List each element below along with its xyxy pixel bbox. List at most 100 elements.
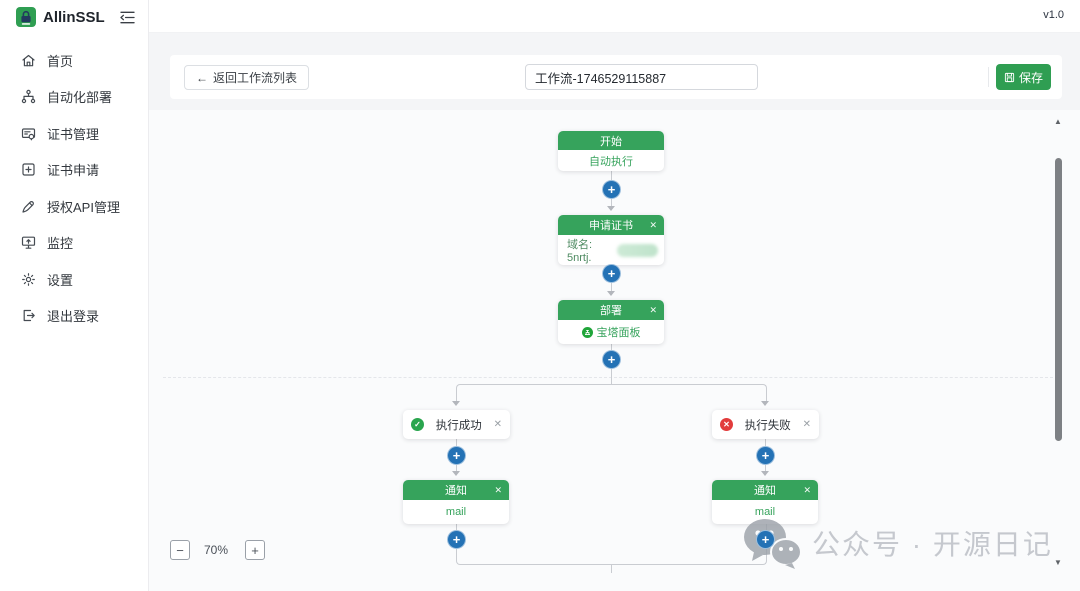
- connector-arrow: [452, 401, 460, 406]
- notify-node-body: mail: [754, 506, 776, 518]
- plus-icon: +: [251, 542, 259, 558]
- success-check-icon: ✓: [411, 418, 424, 431]
- connector-arrow: [452, 471, 460, 476]
- certificate-manage-icon: [21, 128, 36, 141]
- branch-fail-label: 执行失败: [744, 419, 791, 432]
- sidebar-item-logout[interactable]: 退出登录: [0, 298, 148, 335]
- top-header: v1.0: [148, 0, 1080, 33]
- sidebar: AllinSSL 首页 自动化部署: [0, 0, 149, 591]
- allinssl-lock-logo-icon: [16, 7, 36, 27]
- workflow-toolbar: ← 返回工作流列表 保存: [170, 55, 1062, 99]
- branch-success-label: 执行成功: [435, 419, 482, 432]
- deploy-node-body: 宝塔面板: [596, 327, 641, 339]
- app-version: v1.0: [1043, 9, 1064, 21]
- add-node-button[interactable]: +: [756, 446, 775, 465]
- notify-success-node[interactable]: 通知 ✕ mail: [403, 480, 509, 524]
- plus-icon: +: [607, 266, 616, 281]
- apply-cert-node[interactable]: 申请证书 ✕ 域名: 5nrtj.: [558, 215, 664, 265]
- plus-icon: +: [761, 532, 770, 547]
- deploy-automation-icon: [21, 90, 36, 104]
- close-icon[interactable]: ✕: [494, 484, 502, 495]
- zoom-level: 70%: [203, 543, 229, 557]
- add-node-button[interactable]: +: [447, 530, 466, 549]
- apply-cert-node-title: 申请证书: [589, 220, 633, 232]
- deploy-node-title: 部署: [600, 305, 622, 317]
- zoom-in-button[interactable]: +: [245, 540, 265, 560]
- close-icon[interactable]: ✕: [649, 304, 657, 315]
- sidebar-item-settings[interactable]: 设置: [0, 261, 148, 298]
- scroll-up-icon[interactable]: ▲: [1054, 117, 1062, 126]
- baota-panel-icon: [581, 326, 593, 338]
- sidebar-item-certificate-apply[interactable]: 证书申请: [0, 152, 148, 189]
- sidebar-item-label: 证书管理: [47, 126, 100, 142]
- plus-icon: +: [452, 532, 461, 547]
- notify-node-body: mail: [445, 506, 467, 518]
- sidebar-collapse-icon[interactable]: [120, 9, 136, 25]
- minus-icon: −: [176, 542, 184, 558]
- sidebar-item-label: 证书申请: [47, 163, 100, 179]
- api-auth-icon: [22, 200, 34, 213]
- save-button[interactable]: 保存: [996, 64, 1051, 90]
- deploy-node[interactable]: 部署 ✕ 宝塔面板: [558, 300, 664, 344]
- sidebar-menu: 首页 自动化部署 证书管理 证书申请: [0, 42, 148, 334]
- start-node[interactable]: 开始 自动执行: [558, 131, 664, 171]
- plus-icon: +: [607, 352, 616, 367]
- sidebar-item-home[interactable]: 首页: [0, 42, 148, 79]
- add-node-button[interactable]: +: [447, 446, 466, 465]
- back-button-label: 返回工作流列表: [213, 71, 298, 85]
- logout-icon: [23, 310, 35, 322]
- branch-merge-connector: [456, 522, 767, 565]
- certificate-apply-icon: [22, 163, 35, 176]
- app-title: AllinSSL: [43, 8, 105, 26]
- sidebar-item-label: 首页: [47, 53, 74, 69]
- add-node-button[interactable]: +: [602, 350, 621, 369]
- add-node-button[interactable]: +: [602, 264, 621, 283]
- toolbar-divider: [988, 67, 989, 87]
- sidebar-item-api-auth[interactable]: 授权API管理: [0, 188, 148, 225]
- connector-line: [611, 564, 612, 573]
- notify-node-title: 通知: [445, 485, 467, 497]
- scroll-down-icon[interactable]: ▼: [1054, 558, 1062, 567]
- back-to-workflow-list-button[interactable]: ← 返回工作流列表: [184, 65, 310, 90]
- home-icon: [22, 54, 35, 67]
- connector-arrow: [761, 471, 769, 476]
- close-icon[interactable]: ✕: [802, 419, 811, 430]
- start-node-title: 开始: [600, 135, 622, 148]
- close-icon[interactable]: ✕: [649, 219, 657, 230]
- connector-arrow: [607, 206, 615, 211]
- settings-gear-icon: [22, 272, 35, 286]
- add-node-button[interactable]: +: [756, 530, 775, 549]
- fail-cross-icon: ✕: [720, 418, 733, 431]
- branch-success-node[interactable]: ✓ 执行成功 ✕: [403, 410, 510, 439]
- sidebar-item-label: 监控: [47, 236, 74, 252]
- scrollbar-thumb[interactable]: [1055, 158, 1062, 441]
- drop-guide-dashed-line: [163, 377, 1058, 378]
- sidebar-item-certificate-manage[interactable]: 证书管理: [0, 115, 148, 152]
- notify-fail-node[interactable]: 通知 ✕ mail: [712, 480, 818, 524]
- sidebar-item-monitor[interactable]: 监控: [0, 225, 148, 262]
- plus-icon: +: [607, 182, 616, 197]
- sidebar-item-label: 自动化部署: [47, 90, 113, 106]
- workflow-name-input[interactable]: [525, 64, 758, 90]
- logo: AllinSSL: [0, 0, 148, 33]
- plus-icon: +: [761, 448, 770, 463]
- close-icon[interactable]: ✕: [803, 484, 811, 495]
- notify-node-title: 通知: [754, 485, 776, 497]
- plus-icon: +: [452, 448, 461, 463]
- monitor-icon: [21, 236, 36, 250]
- branch-fail-node[interactable]: ✕ 执行失败 ✕: [712, 410, 819, 439]
- save-button-label: 保存: [1018, 70, 1043, 85]
- sidebar-item-deploy-automation[interactable]: 自动化部署: [0, 79, 148, 116]
- add-node-button[interactable]: +: [602, 180, 621, 199]
- sidebar-item-label: 设置: [47, 272, 74, 288]
- start-node-body: 自动执行: [589, 155, 633, 168]
- close-icon[interactable]: ✕: [493, 419, 502, 430]
- back-arrow-icon: ←: [196, 70, 208, 85]
- sidebar-item-label: 退出登录: [47, 309, 100, 325]
- apply-cert-node-domain: 域名: 5nrtj.: [567, 239, 593, 264]
- zoom-out-button[interactable]: −: [170, 540, 190, 560]
- connector-arrow: [761, 401, 769, 406]
- redacted-domain-blur: [616, 243, 658, 257]
- sidebar-item-label: 授权API管理: [47, 199, 120, 215]
